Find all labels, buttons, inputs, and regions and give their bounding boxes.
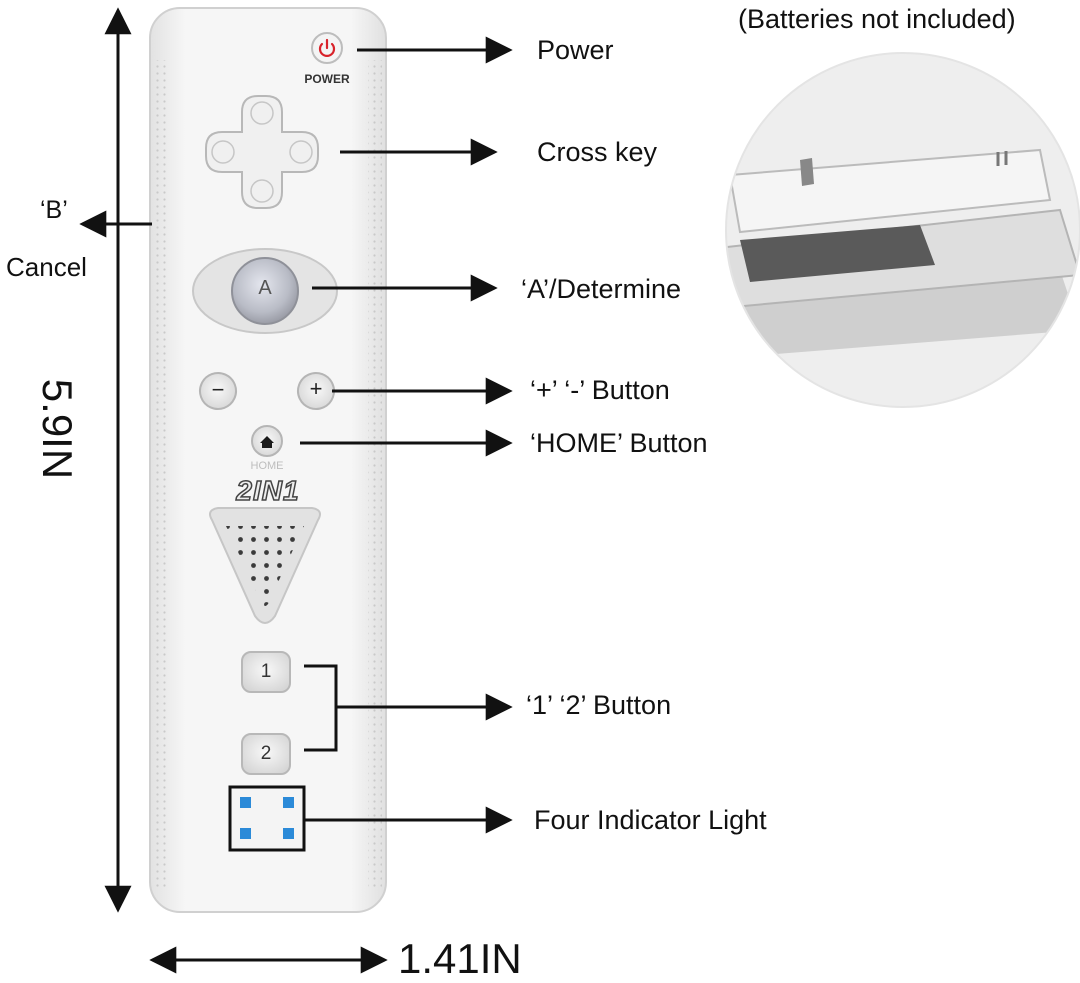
callout-b-label: ‘B’ <box>40 196 68 224</box>
left-grip-texture <box>154 60 168 890</box>
callout-plus-minus: ‘+’ ‘-’ Button <box>530 375 670 405</box>
key-one-label: 1 <box>260 661 272 682</box>
key-one-button[interactable] <box>241 651 291 693</box>
callout-cross-key: Cross key <box>537 137 658 167</box>
callout-lights: Four Indicator Light <box>534 805 767 835</box>
callout-arrows <box>79 36 513 834</box>
a-button[interactable] <box>231 257 299 325</box>
callout-b-cancel: Cancel <box>6 252 87 282</box>
plus-button[interactable] <box>293 368 339 414</box>
home-caption: HOME <box>250 460 284 472</box>
power-caption: POWER <box>304 72 350 86</box>
cross-key-down[interactable] <box>250 179 274 203</box>
indicator-light-4 <box>283 828 294 839</box>
home-icon <box>260 436 274 448</box>
indicator-lights <box>228 785 306 852</box>
key-two-button[interactable] <box>241 733 291 775</box>
cross-key[interactable] <box>205 95 319 209</box>
callout-home: ‘HOME’ Button <box>530 428 708 458</box>
callout-power: Power <box>537 35 614 65</box>
brand-logo: 2IN1 <box>236 474 300 507</box>
minus-button[interactable] <box>195 368 241 414</box>
width-dimension-label: 1.41IN <box>398 935 522 982</box>
battery-note: (Batteries not included) <box>738 4 1016 34</box>
key-two-label: 2 <box>260 743 272 764</box>
right-grip-texture <box>368 60 382 890</box>
cross-key-right[interactable] <box>289 140 313 164</box>
height-dimension-label: 5.9IN <box>34 378 81 480</box>
power-button[interactable] <box>311 32 343 64</box>
callout-a-button: ‘A’/Determine <box>521 274 682 304</box>
speaker-grille <box>209 507 321 624</box>
indicator-light-3 <box>240 828 251 839</box>
home-button[interactable] <box>251 425 283 457</box>
plus-button-label: + <box>309 376 323 401</box>
indicator-light-2 <box>283 797 294 808</box>
cross-key-up[interactable] <box>250 101 274 125</box>
indicator-light-1 <box>240 797 251 808</box>
minus-button-label: − <box>211 377 225 402</box>
battery-compartment-photo <box>725 52 1080 408</box>
power-icon <box>318 38 336 57</box>
cross-key-left[interactable] <box>211 140 235 164</box>
controller-body <box>149 7 387 913</box>
callout-one-two: ‘1’ ‘2’ Button <box>526 690 672 720</box>
a-button-label: A <box>258 277 272 299</box>
